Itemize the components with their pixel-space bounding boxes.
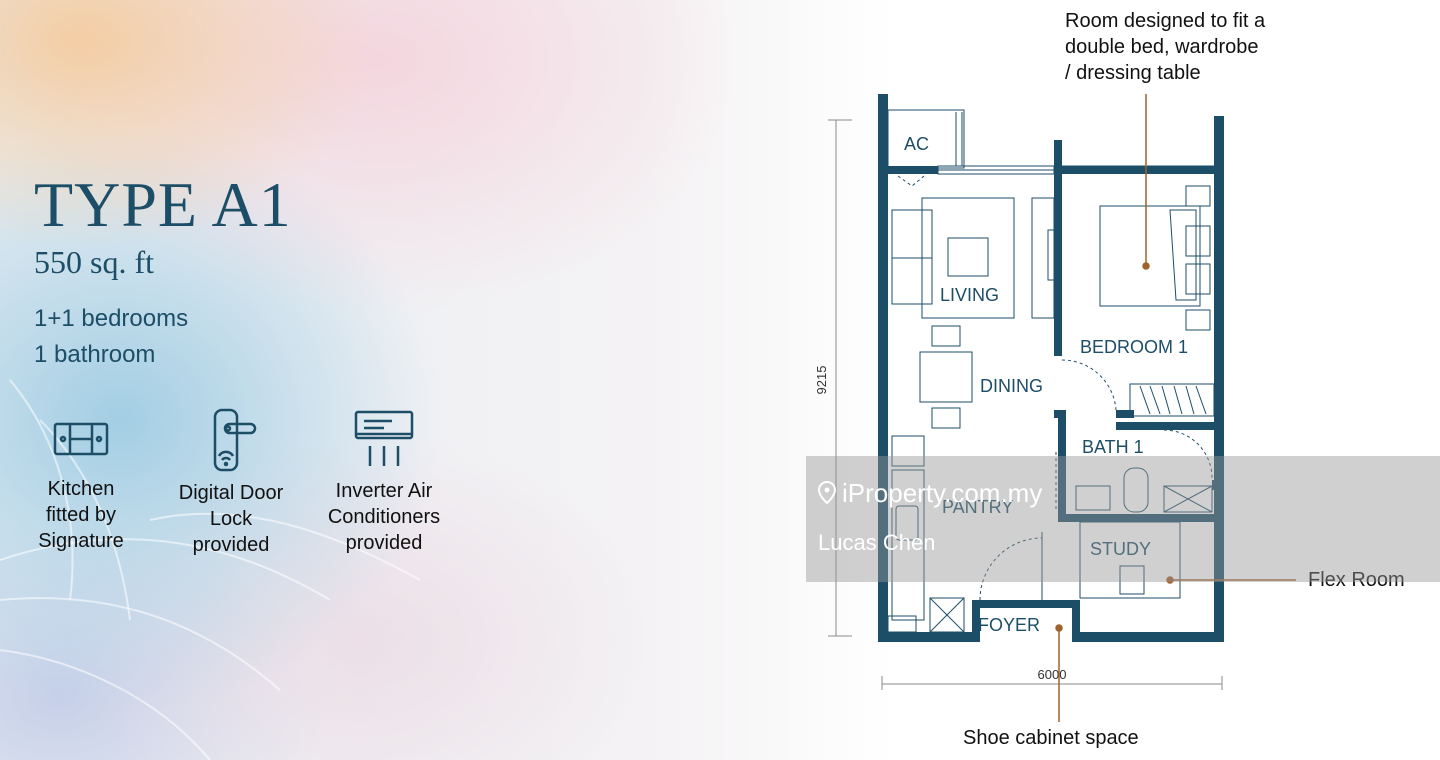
bedroom-count: 1+1 bedrooms [34,305,189,332]
unit-title: TYPE A1 [34,169,292,240]
room-label-study: STUDY [1090,539,1151,559]
watermark-band [806,456,1440,582]
furniture [887,185,1215,633]
feature-label-line: fitted by [45,504,117,526]
room-label-foyer: FOYER [978,615,1040,635]
room-label-dining: DINING [980,376,1043,396]
room-label-living: LIVING [940,285,999,305]
bedroom-callout-line: / dressing table [1065,62,1201,84]
digital-lock-icon [213,408,257,472]
feature-label-line: Lock [209,508,253,530]
room-label-bath: BATH 1 [1082,437,1144,457]
unit-area: 550 sq. ft [34,244,154,280]
feature-label-line: Digital Door [178,482,284,504]
walls [878,94,1224,642]
door-swings [897,175,1213,601]
watermark-brand: iProperty.com.my [842,478,1043,508]
feature-kitchen: Kitchen fitted by Signature [6,408,156,554]
callout-leaders [1055,94,1296,722]
bedroom-callout-line: double bed, wardrobe [1065,36,1259,58]
feature-digital-lock: Digital Door Lock provided [156,408,306,558]
room-label-ac: AC [904,134,929,154]
watermark-agent: Lucas Chen [818,530,936,555]
bathroom-count: 1 bathroom [34,341,156,368]
windows [887,109,1215,175]
air-conditioner-icon [354,410,414,466]
feature-label-line: Signature [38,530,124,552]
feature-label-line: provided [345,532,423,554]
feature-air-conditioner: Inverter Air Conditioners provided [309,408,459,556]
width-dimension [881,676,1223,690]
bedroom-callout-line: Room designed to fit a [1065,10,1266,32]
height-dimension-label: 9215 [814,366,829,395]
room-labels: AC LIVING BEDROOM 1 DINING BATH 1 PANTRY… [904,134,1188,635]
feature-label-line: Conditioners [327,506,441,528]
room-label-bedroom: BEDROOM 1 [1080,337,1188,357]
kitchen-icon [53,422,109,456]
feature-label-line: Kitchen [47,478,115,500]
bedroom-callout: Room designed to fit a double bed, wardr… [1065,8,1265,86]
feature-label-line: provided [192,534,270,556]
flex-room-callout: Flex Room [1308,569,1405,591]
height-dimension [828,119,852,637]
shoe-cabinet-callout: Shoe cabinet space [963,727,1139,749]
feature-label-line: Inverter Air [335,480,433,502]
background-petals [0,379,421,760]
room-label-pantry: PANTRY [942,497,1013,517]
width-dimension-label: 6000 [1038,667,1067,682]
